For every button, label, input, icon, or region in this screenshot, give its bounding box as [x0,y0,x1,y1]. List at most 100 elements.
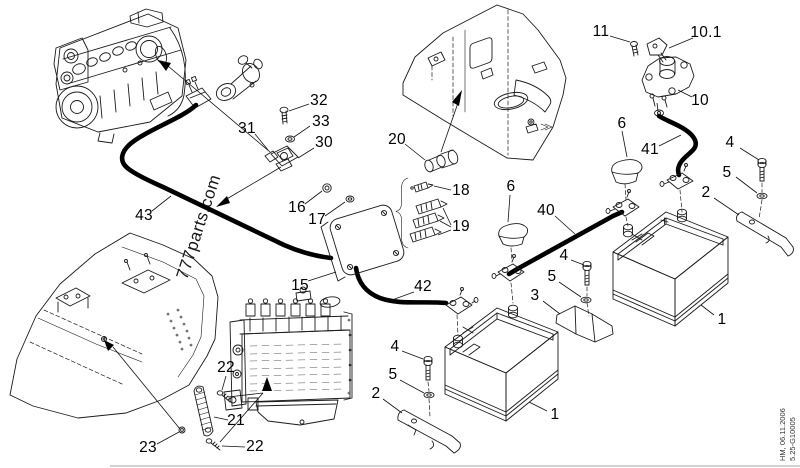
terminal-clamp-42 [445,287,479,336]
part-label-4: 4 [725,134,735,151]
leader-line [677,89,693,98]
part-label-23: 23 [139,439,157,456]
bracket-3-drawing [555,305,614,343]
cable-41 [656,113,699,178]
part-label-6: 6 [617,115,627,132]
leader-line [658,134,682,147]
leader-line [391,291,415,301]
bolt-4-mid [582,260,592,317]
battery-bottom-drawing [444,304,559,422]
bolt-4-bottom [423,355,433,418]
leader-line [224,166,282,201]
sheet-number: 5.25-G10005 [788,417,797,461]
engine-bottom-drawing [223,286,353,426]
part-label-10: 10 [691,92,709,109]
battery-right-drawing [612,208,729,327]
part-label-43: 43 [135,207,153,224]
leader-line [254,133,269,151]
sheet-date: HM, 06.11.2006 [778,408,787,461]
cable-clamp-arrow [216,196,230,207]
leader-line [227,392,264,398]
leader-line [293,125,311,138]
leader-line [542,300,561,315]
bolt-22-upper [216,390,231,403]
fender-hole-arrow [104,340,114,351]
leader-line [554,215,576,235]
chassis-mount-arrow [452,90,462,106]
leader-line [570,259,585,266]
control-box-15-drawing [320,183,405,282]
part-label-5: 5 [722,164,732,181]
part-label-32: 32 [310,92,328,109]
terminal-clamp-41 [659,163,694,213]
cable-40 [506,209,625,277]
leader-line [440,99,460,153]
leader-line [735,176,758,194]
sheet-reference: HM, 06.11.2006 5.25-G10005 [778,385,798,461]
part-label-16: 16 [288,199,306,216]
leader-line [156,431,180,445]
leader-line [528,401,548,412]
part-label-1: 1 [717,311,727,328]
leader-line [221,375,227,391]
part-label-21: 21 [227,412,245,429]
leader-line [221,445,246,448]
engine-mount-arrow [158,60,171,71]
cable-42 [353,265,449,306]
leader-line [304,190,323,205]
bracket-30-group-drawing [264,106,299,172]
clamp-bar-2-bottom [397,409,461,454]
part-label-15: 15 [291,277,309,294]
washer-5-bottom [423,391,435,399]
part-20-drawing [424,149,459,173]
leader-line [213,416,229,421]
leader-line [700,304,715,316]
starter-motor-drawing [215,55,263,101]
leader-line [297,147,315,159]
leader-line [739,147,760,161]
bolt-22-lower [205,438,221,451]
part-label-41: 41 [641,141,659,158]
part-label-42: 42 [414,278,432,295]
part-label-6: 6 [506,178,516,195]
leader-line [324,201,346,217]
part-label-1: 1 [550,406,560,423]
leader-line [433,185,452,191]
washer-23-drawing [178,426,186,434]
part-label-40: 40 [537,202,555,219]
part-label-22: 22 [217,359,235,376]
part-label-4: 4 [390,338,400,355]
terminal-clamp-40-lower [491,254,525,304]
leader-line [713,197,740,216]
part-label-22: 22 [246,438,264,455]
part-label-5: 5 [547,268,557,285]
leader-line [399,379,425,394]
part-label-5: 5 [388,366,398,383]
switch-10-drawing [630,37,695,117]
leader-line [668,37,694,49]
leader-line [558,281,582,298]
part-label-11: 11 [592,23,610,40]
chassis-top-drawing [402,4,567,161]
leader-line [112,346,181,430]
part-label-19: 19 [452,218,470,235]
terminal-cover-6-mid [498,223,529,262]
clamp-bar-2-right [736,211,794,257]
leader-line [656,102,659,112]
leader-line [401,350,424,360]
terminal-cover-6-right [611,159,643,201]
leader-line [219,392,264,443]
leader-line [437,229,452,236]
connectors-18-19-drawing [395,177,448,249]
part-label-31: 31 [238,120,256,137]
leader-line [442,207,452,226]
leader-line [439,220,452,228]
fender-drawing [9,232,219,419]
part-label-17: 17 [308,211,326,228]
engine-bottom-arrow [262,377,272,391]
bolt-4-right [757,157,767,220]
part-label-20: 20 [388,131,406,148]
part-label-2: 2 [701,184,711,201]
